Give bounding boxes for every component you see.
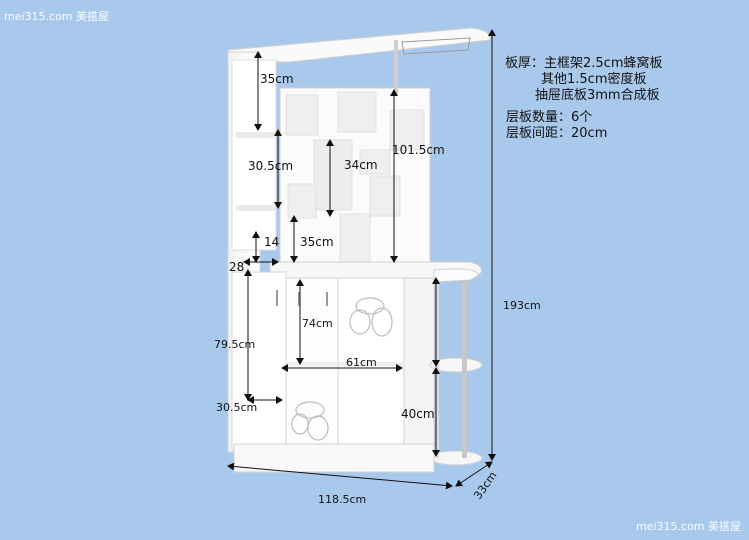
dim-inner-width: 34cm	[344, 158, 378, 172]
watermark-top-left: mei315.com 美搭屋	[4, 10, 110, 23]
dim-door-width: 61cm	[346, 356, 377, 369]
spec-shelf-spacing: 层板间距：20cm	[506, 126, 608, 141]
spec-thickness-other: 其他1.5cm密度板	[541, 72, 647, 87]
dim-total-height: 193cm	[503, 299, 541, 312]
spec-shelf-count: 层板数量：6个	[506, 110, 593, 125]
dim-upper-height: 101.5cm	[392, 143, 445, 157]
watermark-bottom-right: mei315.com 美搭屋	[636, 520, 742, 533]
dim-small-a: 14	[264, 235, 280, 249]
spec-thickness-main: 板厚：主框架2.5cm蜂窝板	[505, 56, 663, 71]
dim-door-height: 74cm	[302, 317, 333, 330]
cabinet	[227, 27, 491, 473]
dim-top-side: 35cm	[260, 72, 294, 86]
dim-side-shelf: 40cm	[401, 407, 435, 421]
dim-left-shelf: 30.5cm	[248, 159, 294, 173]
dim-cabinet-height: 79.5cm	[214, 338, 256, 351]
spec-drawer-bottom: 抽屉底板3mm合成板	[535, 88, 660, 103]
dim-small-b: 28	[229, 260, 245, 274]
dim-shelf-gap: 35cm	[300, 235, 334, 249]
dim-base-height: 30.5cm	[216, 401, 258, 414]
dim-total-width: 118.5cm	[318, 493, 367, 506]
